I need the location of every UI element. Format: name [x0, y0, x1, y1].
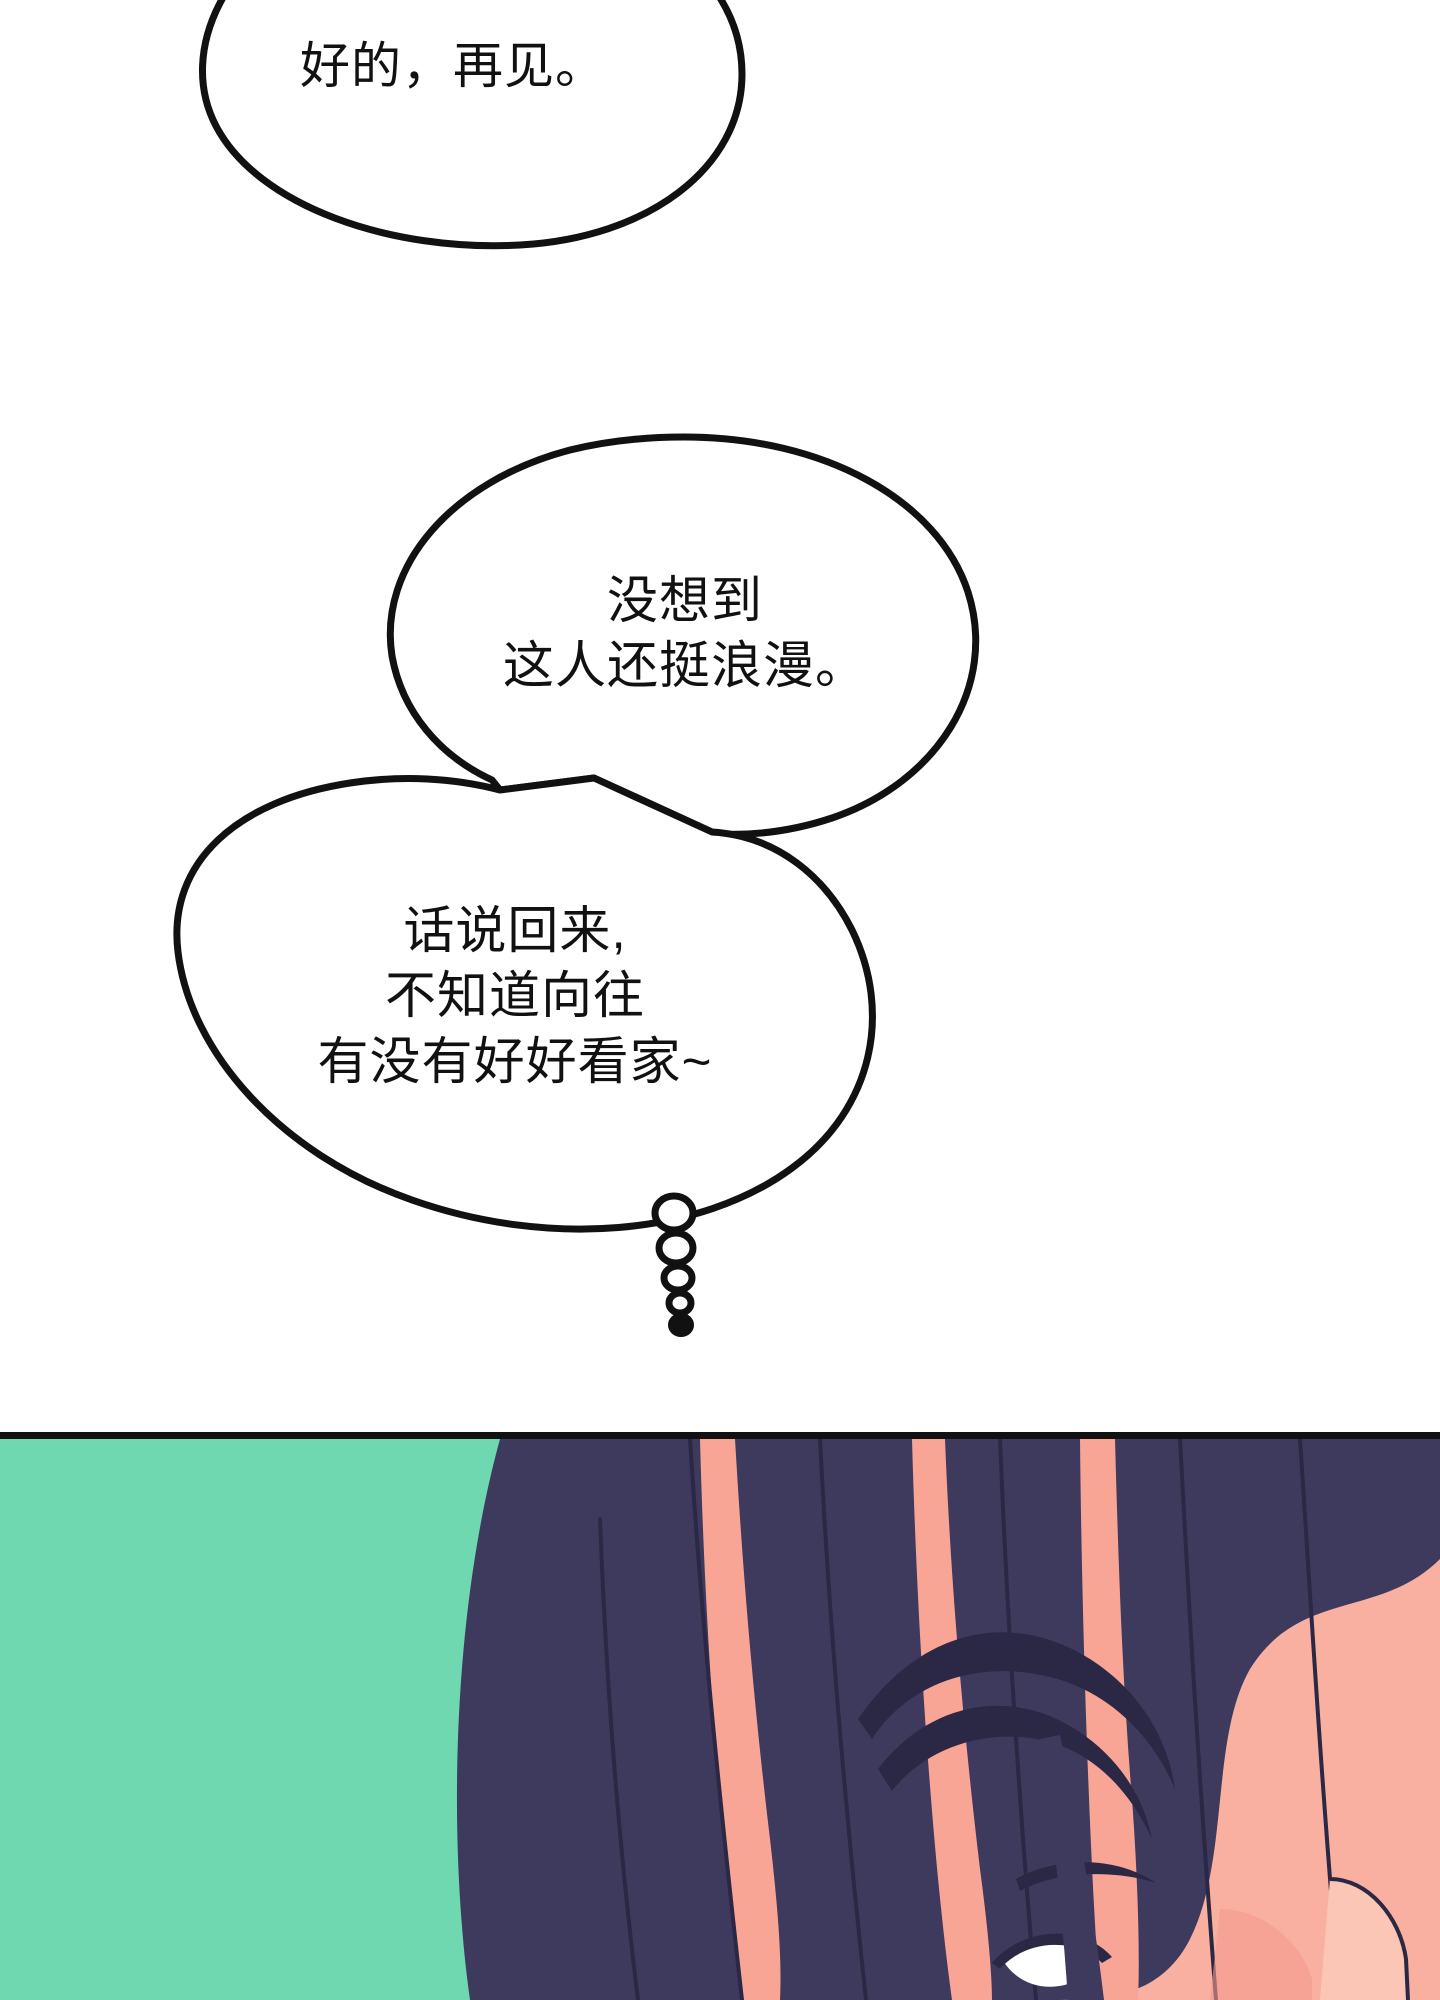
- bubble-3-text: 话说回来, 不知道向往 有没有好好看家~: [317, 902, 713, 1090]
- bubble-2-text: 没想到 这人还挺浪漫。: [502, 572, 868, 695]
- thought-dot-5: [668, 1313, 694, 1337]
- hair-strand-over-eye: [1040, 1735, 1104, 2000]
- eyebrow: [1016, 1862, 1156, 1891]
- skin-lock-right: [1320, 1879, 1408, 2000]
- bubble-1-text: 好的，再见。: [300, 38, 606, 94]
- thought-dot-2: [655, 1229, 697, 1267]
- hair-bangs-sweep-secondary: [878, 1705, 1152, 1839]
- bottom-illustration-panel: [0, 1432, 1440, 2000]
- thought-dot-3: [660, 1262, 696, 1294]
- hair-bangs-sweep: [858, 1632, 1175, 1789]
- hair-highlight-streak-3: [1080, 1439, 1139, 2000]
- thought-tail-dots: [651, 1192, 697, 1337]
- thought-bubble-cluster: [173, 433, 980, 1337]
- character-closeup-artwork: [0, 1439, 1440, 2000]
- thought-dot-1: [651, 1192, 697, 1234]
- hair-strand-left: [475, 1439, 575, 2000]
- bubble-1: [199, 0, 746, 250]
- cheek-shadow: [1210, 1909, 1312, 2000]
- skin-lock-right-outline: [1329, 1877, 1410, 2000]
- bubble-3-outline: [173, 774, 876, 1233]
- bubble-1-outline: [199, 0, 746, 250]
- thought-dot-4: [665, 1289, 695, 1317]
- hair-highlight-streak-1: [700, 1439, 781, 2000]
